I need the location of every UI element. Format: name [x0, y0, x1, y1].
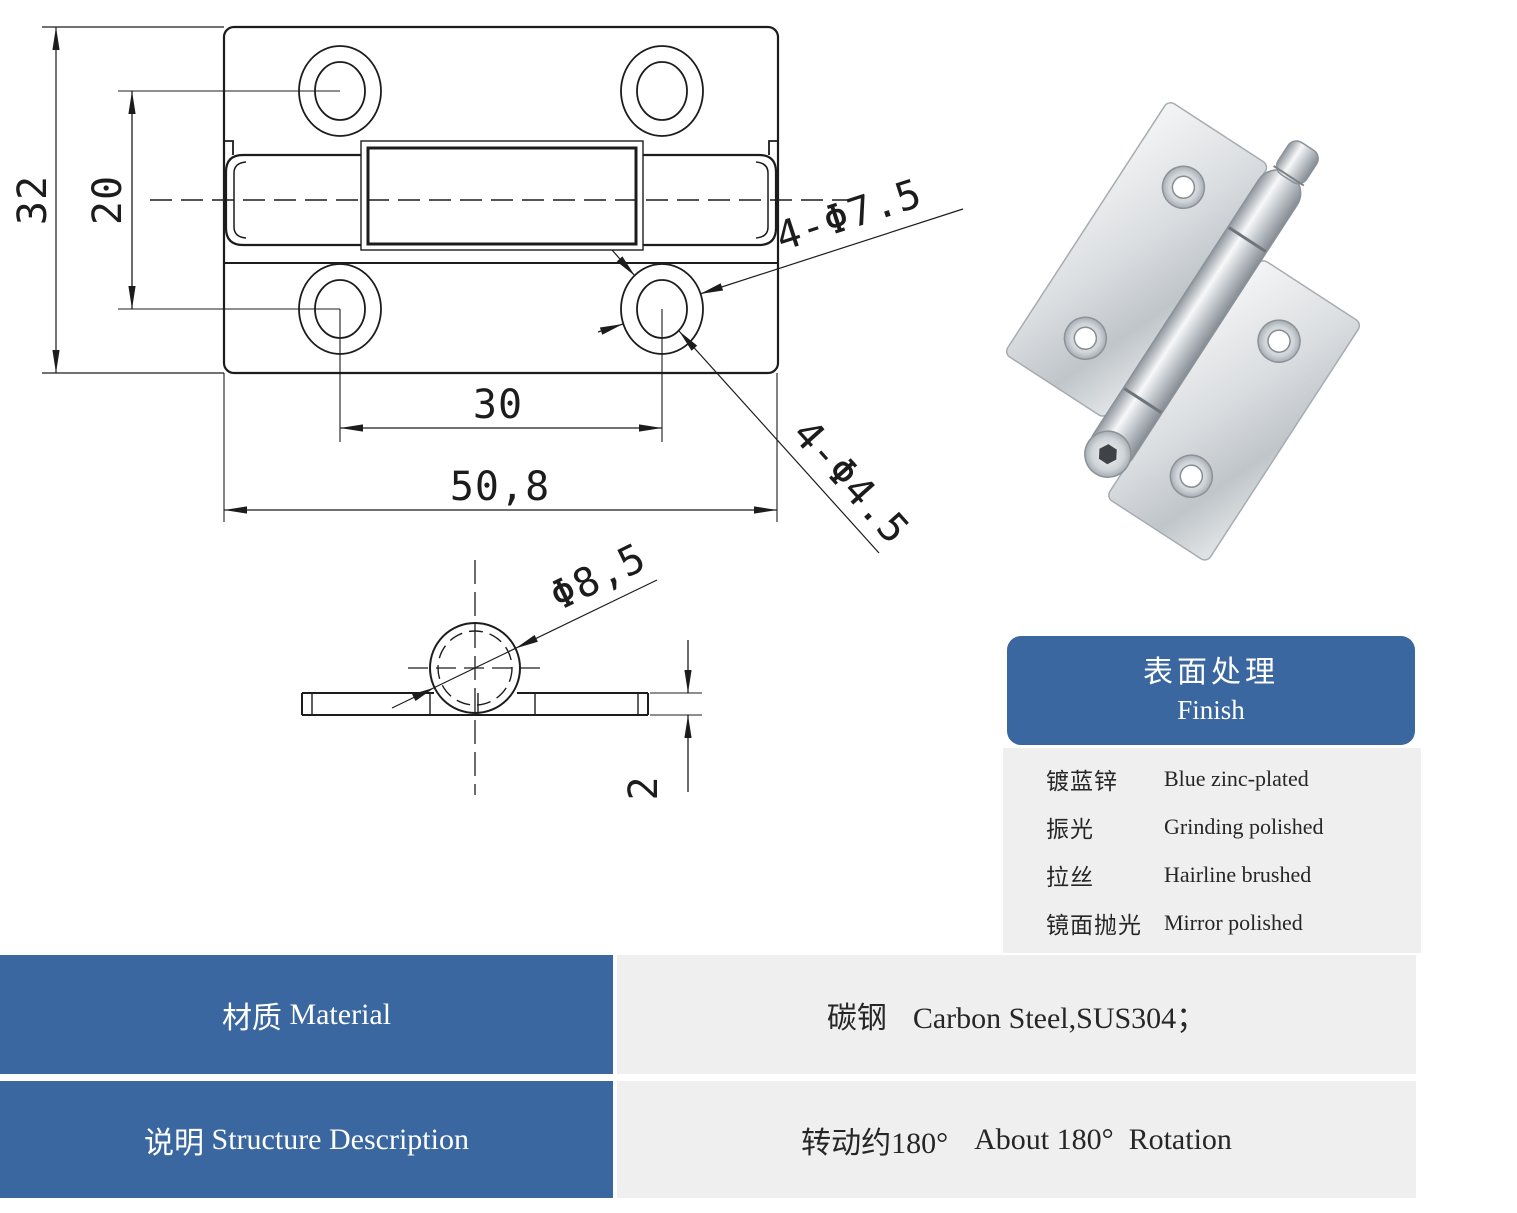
photo-hole-right-top [1257, 319, 1301, 363]
finish-row-cn: 镀蓝锌 [1046, 769, 1118, 794]
center-knuckle-outer [360, 140, 644, 251]
dim-30-label: 30 [473, 382, 523, 428]
finish-row-grinding: 振光 Grinding polished [1003, 803, 1421, 851]
spec-label-material-en: Material [289, 997, 392, 1031]
photo-barrel-seam-bottom [1123, 387, 1162, 414]
dim-20-label: 20 [85, 175, 131, 225]
spec-value-material: 碳钢 Carbon Steel,SUS304； [617, 955, 1416, 1074]
screw-hole-top-right [620, 45, 704, 137]
photo-pin-head [1275, 140, 1319, 185]
dim-plate-thickness-label: 2 [621, 775, 667, 800]
photo-hole-left-bottom [1063, 316, 1108, 360]
center-knuckle-inner [366, 146, 638, 246]
dim-32-label: 32 [10, 175, 56, 225]
spec-label-material: 材质 Material [0, 955, 613, 1074]
callout-countersink-label: 4-Φ7.5 [770, 171, 927, 261]
finish-title-en: Finish [1177, 695, 1245, 726]
spec-label-description-en: Structure Description [211, 1122, 469, 1156]
photo-hole-right-bottom [1169, 454, 1214, 498]
finish-row-en: Mirror polished [1164, 910, 1303, 935]
dimension-overall-height: 32 [10, 26, 224, 374]
photo-hex-socket [1098, 444, 1117, 465]
dim-knuckle-diameter-label: Φ8,5 [543, 535, 653, 620]
finish-table-header: 表面处理 Finish [1007, 636, 1415, 745]
dimension-hole-pitch-h: 30 [339, 309, 663, 442]
finish-table-body: 镀蓝锌 Blue zinc-plated 振光 Grinding polishe… [1003, 748, 1421, 953]
dimension-overall-width: 50,8 [223, 373, 778, 522]
photo-hole-left-top [1161, 165, 1206, 210]
product-photo [1005, 102, 1361, 561]
photo-barrel-seam-top [1228, 226, 1267, 253]
spec-label-material-cn: 材质 [221, 1001, 282, 1035]
dim-50-8-label: 50,8 [450, 464, 550, 510]
side-plate [301, 692, 649, 716]
knuckle-right-inner-arc [755, 161, 769, 239]
spec-value-material-cn: 碳钢 [826, 1001, 887, 1035]
spec-label-description-cn: 说明 [144, 1126, 205, 1160]
photo-pin-ring [1273, 165, 1305, 187]
spec-value-material-en: Carbon Steel,SUS304； [912, 1001, 1207, 1035]
side-view: Φ8,5 2 [301, 535, 702, 801]
finish-row-en: Grinding polished [1164, 814, 1324, 839]
finish-row-en: Blue zinc-plated [1164, 766, 1309, 791]
finish-row-blue-zinc: 镀蓝锌 Blue zinc-plated [1003, 755, 1421, 803]
leaf-notch-left [224, 140, 234, 155]
spec-value-description: 转动约180° About 180° Rotation [617, 1081, 1416, 1198]
callout-through-hole-label: 4-Φ4.5 [783, 411, 918, 554]
leaf-notch-right [768, 140, 778, 155]
finish-title-cn: 表面处理 [1143, 655, 1279, 689]
finish-row-cn: 拉丝 [1046, 865, 1094, 890]
finish-row-mirror: 镜面抛光 Mirror polished [1003, 899, 1421, 947]
finish-row-cn: 镜面抛光 [1046, 913, 1142, 938]
dimension-plate-thickness: 2 [621, 640, 702, 801]
dimension-hole-pitch-v: 20 [85, 90, 340, 310]
spec-label-description: 说明 Structure Description [0, 1081, 613, 1198]
spec-value-description-cn: 转动约180° [801, 1126, 949, 1160]
spec-value-description-en: About 180° Rotation [974, 1122, 1232, 1156]
finish-row-hairline: 拉丝 Hairline brushed [1003, 851, 1421, 899]
finish-row-en: Hairline brushed [1164, 862, 1312, 887]
front-view: 32 20 30 [10, 25, 964, 554]
finish-row-cn: 振光 [1046, 817, 1094, 842]
